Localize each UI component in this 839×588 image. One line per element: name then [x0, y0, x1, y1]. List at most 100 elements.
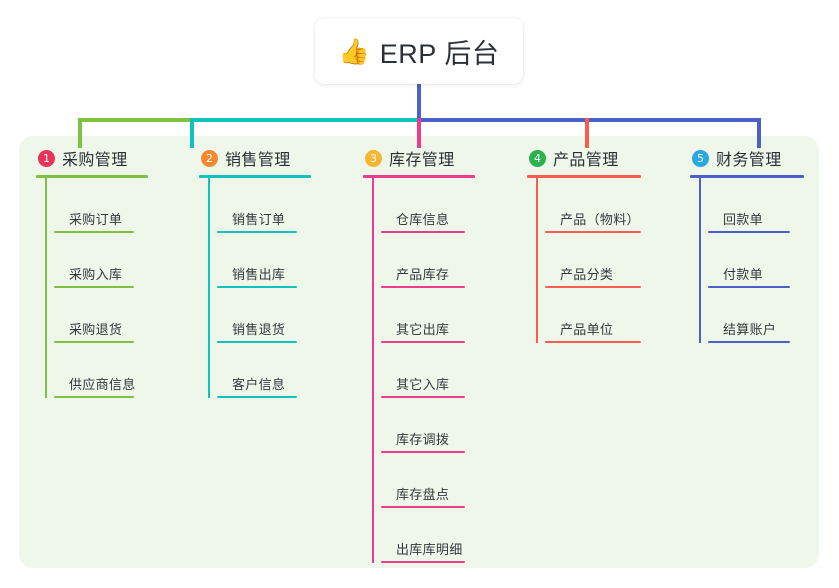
leaf-item[interactable]: 出库库明细	[372, 508, 475, 563]
leaf-label: 产品（物料）	[560, 212, 640, 227]
leaf-label: 回款单	[723, 212, 763, 227]
branch-header[interactable]: 4 产品管理	[527, 146, 641, 170]
leaf-label: 采购订单	[69, 212, 123, 227]
leaf-rule	[545, 341, 641, 343]
leaf-item[interactable]: 销售退货	[208, 288, 311, 343]
leaf-label: 产品库存	[396, 267, 450, 282]
leaf-item[interactable]: 产品（物料）	[536, 178, 641, 233]
leaf-rule	[381, 506, 465, 508]
branch-leaf-list: 产品（物料） 产品分类产品单位	[527, 178, 641, 343]
root-node[interactable]: 👍 ERP 后台	[315, 18, 523, 84]
leaf-rule	[381, 231, 465, 233]
leaf-rule	[381, 561, 465, 563]
leaf-label: 客户信息	[232, 377, 286, 392]
branch-spine	[699, 178, 701, 343]
leaf-item[interactable]: 回款单	[699, 178, 804, 233]
leaf-label: 库存盘点	[396, 487, 450, 502]
leaf-item[interactable]: 库存盘点	[372, 453, 475, 508]
leaf-rule	[708, 231, 790, 233]
branch-header[interactable]: 2 销售管理	[199, 146, 311, 170]
leaf-rule	[381, 451, 465, 453]
branch-leaf-list: 采购订单采购入库采购退货供应商信息	[36, 178, 148, 398]
leaf-rule	[217, 396, 297, 398]
branch-number-badge: 1	[38, 149, 55, 167]
branch-column: 3 库存管理仓库信息产品库存其它出库其它入库库存调拨库存盘点出库库明细	[363, 146, 475, 563]
branch-spine	[536, 178, 538, 343]
branch-header-rule	[690, 175, 804, 178]
branch-column: 2 销售管理销售订单销售出库销售退货客户信息	[199, 146, 311, 398]
branch-header[interactable]: 3 库存管理	[363, 146, 475, 170]
leaf-label: 产品分类	[560, 267, 614, 282]
leaf-label: 付款单	[723, 267, 763, 282]
leaf-item[interactable]: 产品库存	[372, 233, 475, 288]
leaf-item[interactable]: 付款单	[699, 233, 804, 288]
leaf-label: 结算账户	[723, 322, 777, 337]
branch-leaf-list: 仓库信息产品库存其它出库其它入库库存调拨库存盘点出库库明细	[363, 178, 475, 563]
branches-panel	[19, 136, 819, 568]
leaf-rule	[708, 286, 790, 288]
leaf-item[interactable]: 产品分类	[536, 233, 641, 288]
leaf-item[interactable]: 销售订单	[208, 178, 311, 233]
leaf-item[interactable]: 客户信息	[208, 343, 311, 398]
leaf-label: 出库库明细	[396, 542, 463, 557]
branch-header-rule	[199, 175, 311, 178]
leaf-rule	[217, 286, 297, 288]
branch-leaf-list: 回款单付款单结算账户	[690, 178, 804, 343]
branch-spine	[208, 178, 210, 398]
leaf-item[interactable]: 库存调拨	[372, 398, 475, 453]
leaf-rule	[54, 231, 134, 233]
branch-number-badge: 3	[365, 149, 382, 167]
branch-number-badge: 4	[529, 149, 546, 167]
branch-title: 采购管理	[62, 152, 128, 169]
branch-header[interactable]: 1 采购管理	[36, 146, 148, 170]
leaf-item[interactable]: 采购入库	[45, 233, 148, 288]
leaf-rule	[545, 286, 641, 288]
leaf-item[interactable]: 其它出库	[372, 288, 475, 343]
branch-number-badge: 5	[692, 149, 709, 167]
branch-title: 产品管理	[553, 152, 619, 169]
leaf-label: 销售订单	[232, 212, 286, 227]
leaf-item[interactable]: 采购退货	[45, 288, 148, 343]
branch-header-rule	[36, 175, 148, 178]
leaf-label: 采购退货	[69, 322, 123, 337]
leaf-item[interactable]: 结算账户	[699, 288, 804, 343]
leaf-rule	[54, 396, 134, 398]
leaf-item[interactable]: 产品单位	[536, 288, 641, 343]
branch-column: 4 产品管理产品（物料） 产品分类产品单位	[527, 146, 641, 343]
leaf-item[interactable]: 采购订单	[45, 178, 148, 233]
leaf-label: 其它出库	[396, 322, 450, 337]
leaf-item[interactable]: 仓库信息	[372, 178, 475, 233]
branch-header[interactable]: 5 财务管理	[690, 146, 804, 170]
branch-leaf-list: 销售订单销售出库销售退货客户信息	[199, 178, 311, 398]
branch-column: 5 财务管理回款单付款单结算账户	[690, 146, 804, 343]
branch-spine	[45, 178, 47, 398]
branch-title: 财务管理	[716, 152, 782, 169]
branch-header-rule	[527, 175, 641, 178]
leaf-item[interactable]: 其它入库	[372, 343, 475, 398]
leaf-rule	[217, 341, 297, 343]
leaf-label: 其它入库	[396, 377, 450, 392]
branch-title: 销售管理	[225, 152, 291, 169]
leaf-rule	[381, 396, 465, 398]
leaf-label: 采购入库	[69, 267, 123, 282]
branch-number-badge: 2	[201, 149, 218, 167]
leaf-rule	[381, 341, 465, 343]
leaf-label: 销售退货	[232, 322, 286, 337]
leaf-label: 库存调拨	[396, 432, 450, 447]
leaf-rule	[545, 231, 641, 233]
leaf-rule	[217, 231, 297, 233]
leaf-rule	[54, 286, 134, 288]
leaf-label: 销售出库	[232, 267, 286, 282]
root-title: ERP 后台	[379, 38, 500, 69]
leaf-item[interactable]: 销售出库	[208, 233, 311, 288]
leaf-rule	[708, 341, 790, 343]
leaf-label: 供应商信息	[69, 377, 136, 392]
leaf-label: 仓库信息	[396, 212, 450, 227]
leaf-label: 产品单位	[560, 322, 614, 337]
branch-spine	[372, 178, 374, 563]
leaf-item[interactable]: 供应商信息	[45, 343, 148, 398]
thumbs-up-icon: 👍	[338, 37, 370, 66]
branch-title: 库存管理	[389, 152, 455, 169]
leaf-rule	[381, 286, 465, 288]
